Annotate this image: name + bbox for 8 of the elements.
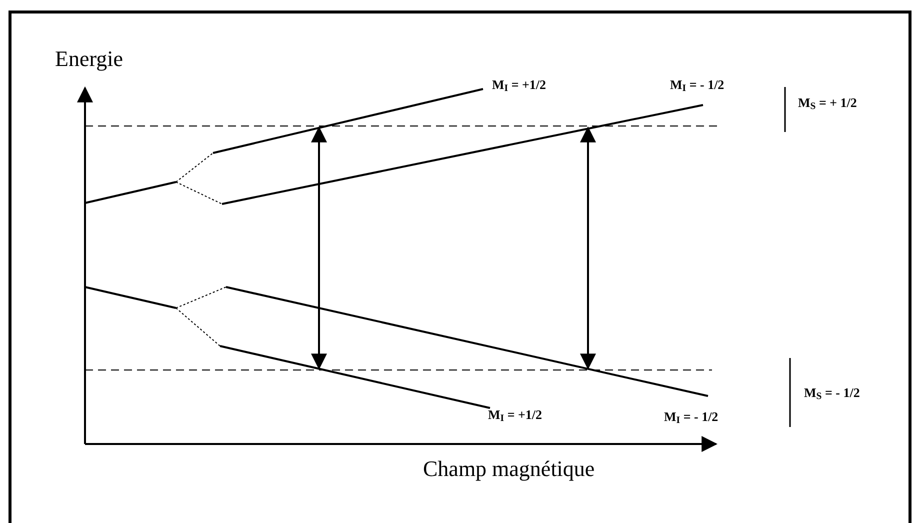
axis-title: Champ magnétique: [423, 458, 595, 480]
spin-state-label: M$_{S}$ = + 1/2: [798, 96, 857, 109]
level-label: M$_{I}$ = - 1/2: [670, 78, 724, 91]
spin-state-label: M$_{S}$ = - 1/2: [804, 386, 860, 399]
level-label: M$_{I}$ = +1/2: [488, 408, 542, 421]
axis-title: Energie: [55, 48, 124, 70]
level-label: M$_{I}$ = +1/2: [492, 78, 546, 91]
level-label: M$_{I}$ = - 1/2: [664, 410, 718, 423]
